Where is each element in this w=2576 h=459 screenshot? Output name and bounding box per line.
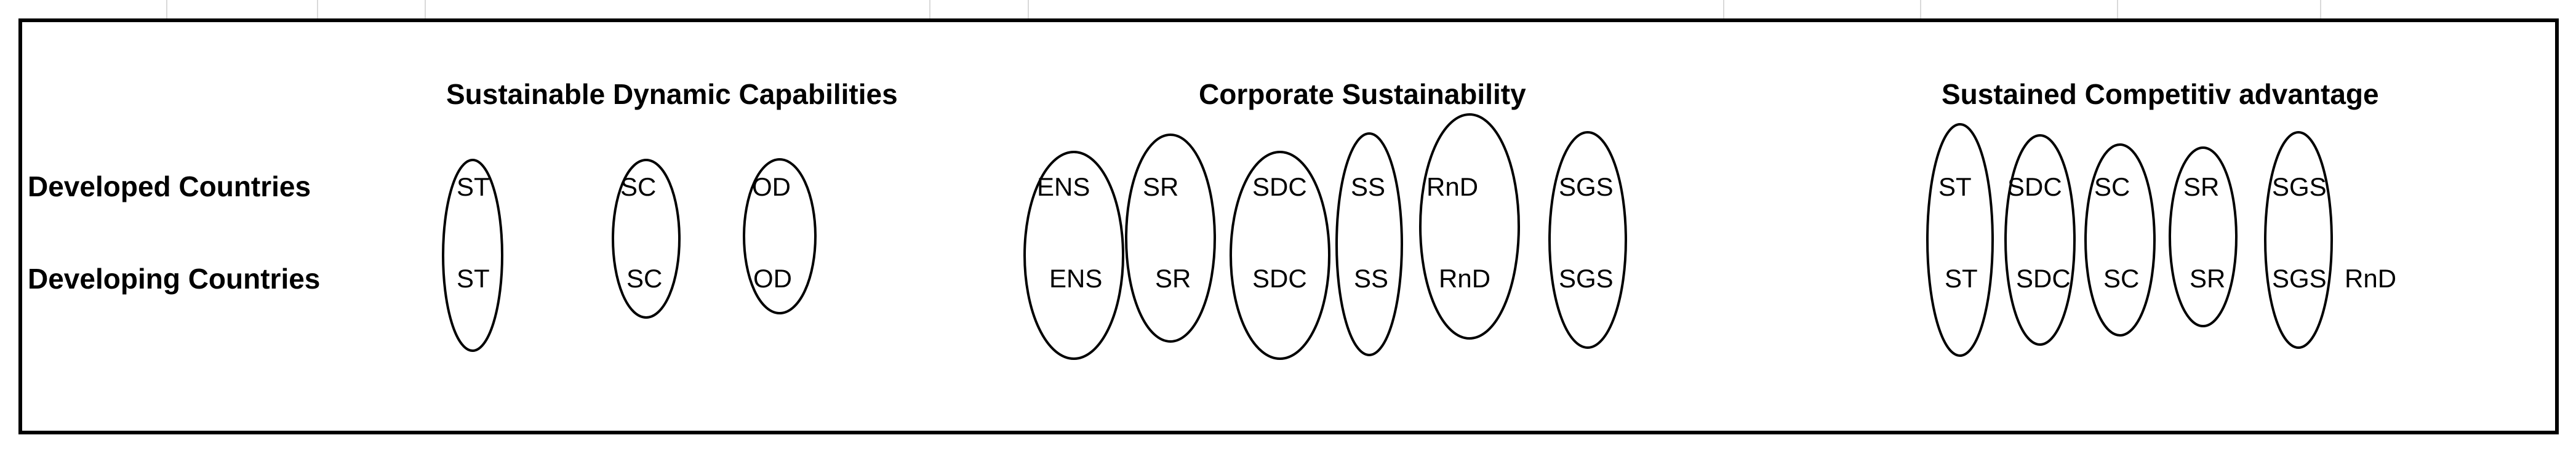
cs-developing-ss: SS xyxy=(1354,264,1389,293)
ca-developing-sgs: SGS xyxy=(2272,264,2327,293)
cs-developed-rnd: RnD xyxy=(1426,172,1479,201)
cs-developing-sgs: SGS xyxy=(1559,264,1614,293)
diagram-frame xyxy=(18,18,2559,434)
header-dynamic-capabilities: Sustainable Dynamic Capabilities xyxy=(446,78,898,110)
ellipse-ens xyxy=(1023,151,1124,360)
ca-developed-sc: SC xyxy=(2094,172,2130,201)
ellipse-ca-sr xyxy=(2169,146,2238,327)
ellipse-ca-st xyxy=(1926,123,1994,357)
ellipse-sgs xyxy=(1548,131,1627,349)
sdc-developing-st: ST xyxy=(457,264,490,293)
ca-developed-sgs: SGS xyxy=(2272,172,2327,201)
ellipse-ca-sc xyxy=(2084,143,2156,337)
sdc-developed-st: ST xyxy=(457,172,490,201)
row-label-developing: Developing Countries xyxy=(28,263,321,295)
ellipse-od xyxy=(743,158,817,314)
ca-developing-sr: SR xyxy=(2190,264,2226,293)
ellipse-st xyxy=(442,159,503,352)
cs-developed-sdc: SDC xyxy=(1252,172,1307,201)
sdc-developed-od: OD xyxy=(752,172,791,201)
ellipse-sdc xyxy=(1230,151,1330,360)
ca-developed-sr: SR xyxy=(2183,172,2220,201)
ca-developing-sc: SC xyxy=(2103,264,2140,293)
ca-developed-sdc: SDC xyxy=(2007,172,2062,201)
cs-developing-rnd: RnD xyxy=(1439,264,1491,293)
sdc-developed-sc: SC xyxy=(620,172,657,201)
header-corporate-sustainability: Corporate Sustainability xyxy=(1199,78,1526,110)
cs-developing-sdc: SDC xyxy=(1252,264,1307,293)
row-label-developed: Developed Countries xyxy=(28,170,311,202)
cs-developed-sgs: SGS xyxy=(1559,172,1614,201)
cs-developing-ens: ENS xyxy=(1049,264,1103,293)
sdc-developing-od: OD xyxy=(753,264,792,293)
ca-developing-st: ST xyxy=(1945,264,1978,293)
ellipse-ss xyxy=(1335,132,1403,356)
ca-developed-st: ST xyxy=(1938,172,1972,201)
cs-developed-ens: ENS xyxy=(1037,172,1090,201)
cs-developing-sr: SR xyxy=(1155,264,1191,293)
ca-developing-rnd: RnD xyxy=(2345,264,2397,293)
ellipse-ca-sgs xyxy=(2264,131,2333,349)
cs-developed-ss: SS xyxy=(1351,172,1386,201)
cs-developed-sr: SR xyxy=(1143,172,1179,201)
ca-developing-sdc: SDC xyxy=(2016,264,2071,293)
sdc-developing-sc: SC xyxy=(626,264,663,293)
ellipse-sr xyxy=(1125,134,1216,343)
ellipse-ca-sdc xyxy=(2004,134,2076,346)
ellipse-sc xyxy=(612,159,681,319)
ellipse-rnd xyxy=(1419,113,1520,340)
header-competitive-advantage: Sustained Competitiv advantage xyxy=(1942,78,2379,110)
